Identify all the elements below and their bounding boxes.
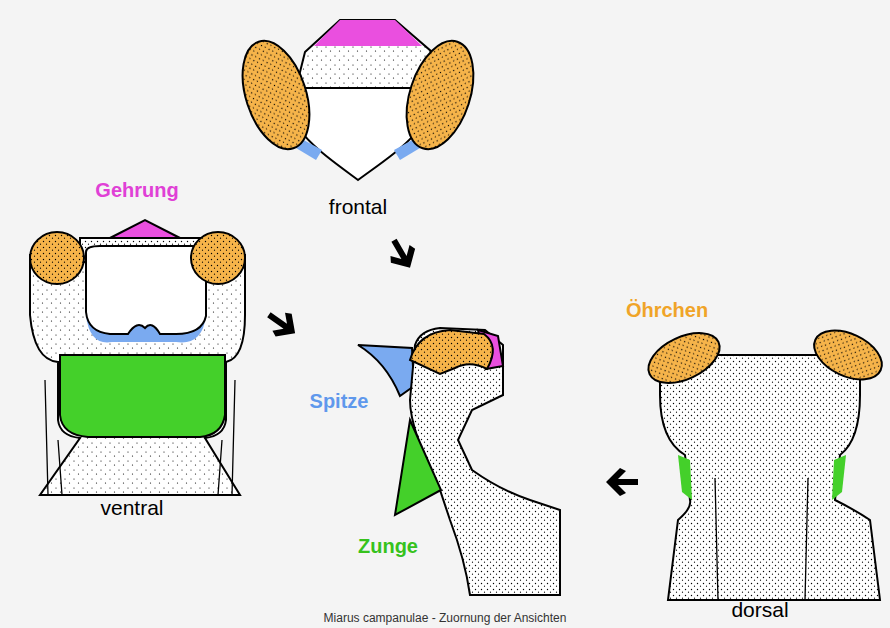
- ventral-view: [30, 220, 245, 495]
- caption: Miarus campanulae - Zuornung der Ansicht…: [324, 613, 567, 626]
- view-arrows: [261, 233, 638, 496]
- frontal-view: [230, 20, 486, 180]
- dorsal-view: [641, 321, 890, 600]
- view-label: frontal: [329, 195, 387, 218]
- part-label: Gehrung: [95, 179, 178, 201]
- view-label: ventral: [100, 496, 163, 519]
- view-label: dorsal: [731, 598, 788, 621]
- part-label: Öhrchen: [626, 299, 708, 321]
- part-label: Spitze: [310, 390, 369, 412]
- lateral-view: [358, 328, 560, 595]
- part-label: Zunge: [358, 535, 418, 557]
